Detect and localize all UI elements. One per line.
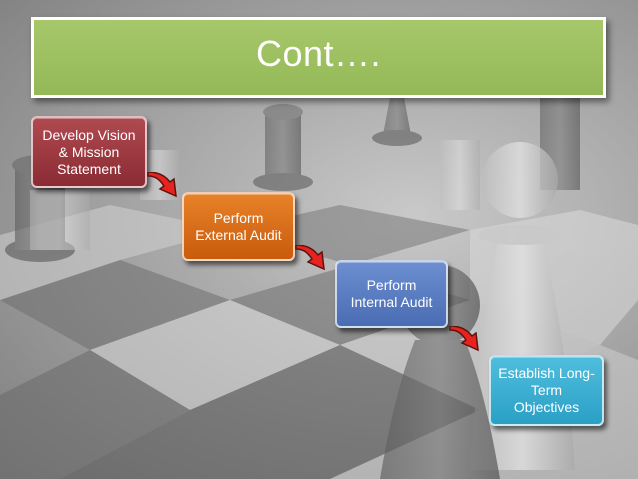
step-develop-vision: Develop Vision & Mission Statement <box>31 116 147 188</box>
step-internal-audit: Perform Internal Audit <box>335 260 448 328</box>
curved-arrow-icon <box>448 326 484 356</box>
step-external-audit: Perform External Audit <box>182 192 295 261</box>
title-bar: Cont…. <box>31 17 606 98</box>
curved-arrow-icon <box>146 172 182 202</box>
slide-title: Cont…. <box>256 33 381 75</box>
step-long-term-objectives: Establish Long- Term Objectives <box>489 355 604 426</box>
curved-arrow-icon <box>294 245 330 275</box>
